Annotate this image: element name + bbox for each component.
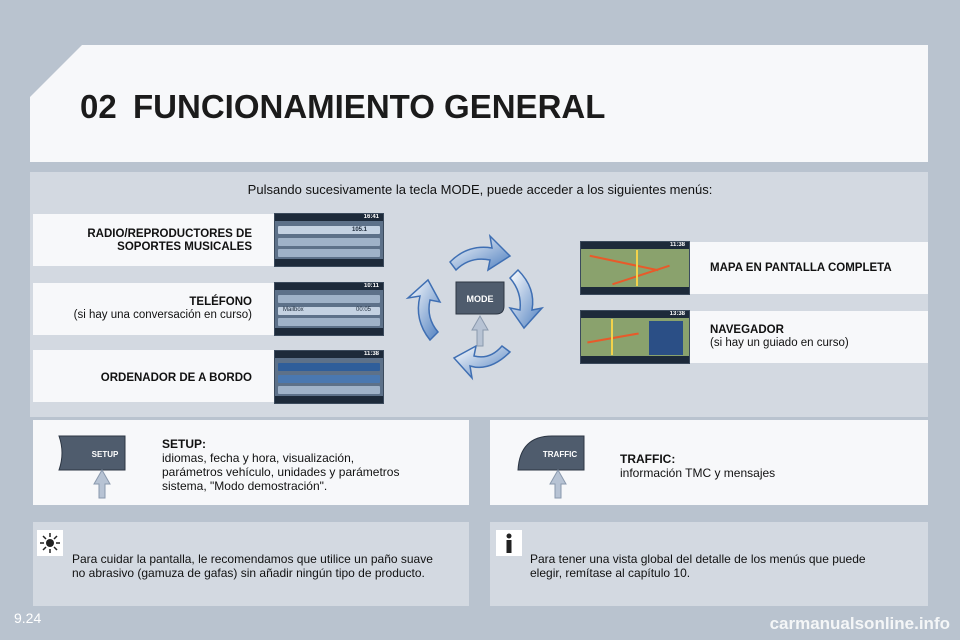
- nav-direction-panel: [649, 321, 683, 355]
- menu-title-phone: TELÉFONO: [189, 296, 252, 308]
- trip-time: 11:38: [363, 351, 379, 357]
- traffic-title: TRAFFIC:: [620, 452, 676, 466]
- page-title: FUNCIONAMIENTO GENERAL: [133, 88, 606, 125]
- setup-line-3: sistema, "Modo demostración".: [162, 479, 328, 493]
- info-note-line-1: Para tener una vista global del detalle …: [530, 552, 866, 566]
- menu-title-nav: NAVEGADOR: [710, 324, 784, 336]
- menu-subtitle-nav: (si hay un guiado en curso): [710, 337, 849, 349]
- map-screen-thumbnail: 11:38: [580, 241, 690, 295]
- sun-icon: [40, 533, 60, 553]
- menu-title-trip: ORDENADOR DE A BORDO: [100, 372, 252, 384]
- menu-title-radio-2: SOPORTES MUSICALES: [117, 241, 252, 253]
- chapter-number: 02: [80, 88, 117, 125]
- mode-cycle-diagram: MODE: [405, 233, 545, 381]
- traffic-text: TRAFFIC: información TMC y mensajes: [620, 452, 920, 480]
- setup-button-illustration: SETUP: [58, 435, 126, 499]
- menu-label-radio: RADIO/REPRODUCTORES DE SOPORTES MUSICALE…: [40, 228, 252, 254]
- setup-button-label: SETUP: [92, 450, 119, 459]
- care-note-card: [33, 522, 469, 606]
- phone-time: 10:11: [363, 283, 379, 289]
- care-note-line-1: Para cuidar la pantalla, le recomendamos…: [72, 552, 433, 566]
- traffic-description: información TMC y mensajes: [620, 466, 776, 480]
- cycle-arrow-right-icon: [508, 268, 545, 330]
- sun-icon-box: [37, 530, 63, 556]
- mode-button-shape: [455, 281, 505, 315]
- watermark: carmanualsonline.info: [769, 614, 950, 633]
- radio-screen-thumbnail: 16:41 105.1: [274, 213, 384, 267]
- intro-text: Pulsando sucesivamente la tecla MODE, pu…: [247, 182, 713, 197]
- traffic-button-label: TRAFFIC: [543, 450, 577, 459]
- menu-title-radio-1: RADIO/REPRODUCTORES DE: [87, 228, 252, 240]
- radio-time: 16:41: [363, 214, 379, 220]
- setup-text: SETUP: idiomas, fecha y hora, visualizac…: [162, 437, 462, 493]
- map-time: 11:38: [669, 242, 685, 248]
- menu-label-nav: NAVEGADOR (si hay un guiado en curso): [710, 324, 849, 350]
- menu-subtitle-phone: (si hay una conversación en curso): [73, 309, 252, 321]
- info-icon-box: [496, 530, 522, 556]
- trip-computer-thumbnail: 11:38: [274, 350, 384, 404]
- menu-label-map: MAPA EN PANTALLA COMPLETA: [710, 262, 892, 275]
- setup-line-1: idiomas, fecha y hora, visualización,: [162, 451, 355, 465]
- traffic-button-shape: [517, 435, 585, 471]
- press-arrow-traffic-icon: [549, 468, 567, 499]
- setup-title: SETUP:: [162, 437, 207, 451]
- nav-screen-thumbnail: 13:38: [580, 310, 690, 364]
- cycle-arrow-top-icon: [449, 233, 512, 272]
- mode-button-label: MODE: [467, 294, 494, 304]
- menu-label-trip: ORDENADOR DE A BORDO: [40, 372, 252, 385]
- info-icon: [506, 533, 512, 553]
- page-number: 9.24: [14, 610, 42, 626]
- info-note-line-2: elegir, remítase al capítulo 10.: [530, 566, 691, 580]
- traffic-button-illustration: TRAFFIC: [517, 435, 585, 499]
- radio-frequency: 105.1: [351, 227, 367, 233]
- menu-label-phone: TELÉFONO (si hay una conversación en cur…: [40, 296, 252, 322]
- phone-mailbox: Mailbox: [283, 307, 304, 313]
- phone-screen-thumbnail: 10:11 Mailbox 00:05: [274, 282, 384, 336]
- cycle-arrow-left-icon: [405, 278, 442, 342]
- care-note-line-2: no abrasivo (gamuza de gafas) sin añadir…: [72, 566, 425, 580]
- header-card: [30, 45, 928, 162]
- menu-title-map: MAPA EN PANTALLA COMPLETA: [710, 262, 892, 274]
- nav-time: 13:38: [669, 311, 685, 317]
- press-arrow-mode-icon: [471, 314, 489, 347]
- setup-line-2: parámetros vehículo, unidades y parámetr…: [162, 465, 400, 479]
- phone-duration: 00:05: [355, 307, 371, 313]
- press-arrow-setup-icon: [93, 468, 111, 499]
- info-note-text: Para tener una vista global del detalle …: [530, 552, 925, 580]
- care-note-text: Para cuidar la pantalla, le recomendamos…: [72, 552, 467, 580]
- setup-button-shape: [58, 435, 126, 471]
- cycle-arrow-bottom-icon: [452, 344, 512, 381]
- info-note-card: [490, 522, 928, 606]
